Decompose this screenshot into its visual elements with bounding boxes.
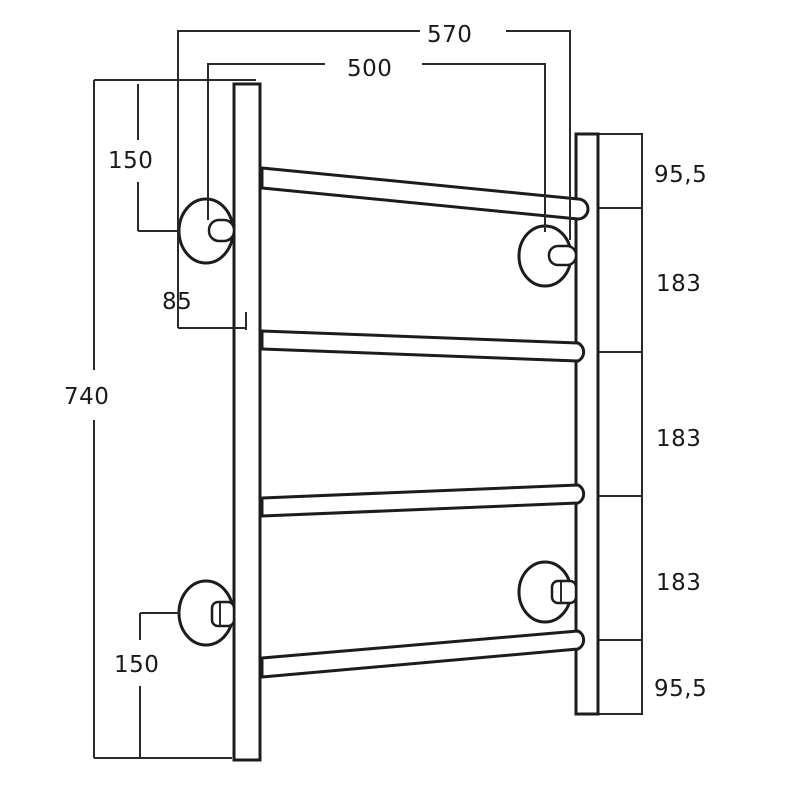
horizontal-bars — [260, 166, 590, 679]
segment-4-label: 183 — [656, 570, 701, 596]
flange-bottom-right — [517, 560, 578, 624]
flange-top-left — [177, 197, 236, 265]
bar-1 — [260, 166, 590, 221]
dimension-740-label: 740 — [64, 384, 109, 410]
segment-5-label: 95,5 — [654, 676, 707, 702]
dimension-150-bottom-label: 150 — [114, 652, 159, 678]
dimension-500: 500 — [207, 56, 546, 232]
wall-strip — [597, 133, 643, 715]
flange-top-right — [517, 224, 578, 288]
dimension-740: 740 — [64, 79, 256, 759]
dimension-150-top-label: 150 — [108, 148, 153, 174]
dimension-85-label: 85 — [162, 289, 192, 315]
segment-1-label: 95,5 — [654, 162, 707, 188]
segment-3-label: 183 — [656, 426, 701, 452]
dimension-85: 85 — [162, 289, 247, 330]
bar-3 — [260, 483, 586, 518]
dimension-570: 570 — [177, 22, 571, 300]
bar-2 — [260, 329, 586, 363]
left-vertical-rail — [232, 82, 262, 762]
dimension-150-bottom: 150 — [114, 612, 180, 758]
segment-2-label: 183 — [656, 271, 701, 297]
right-vertical-rail — [574, 132, 600, 716]
dimension-570-label: 570 — [427, 22, 472, 48]
flange-bottom-left — [177, 579, 236, 647]
segment-dimensions: 95,5 183 183 183 95,5 — [654, 162, 707, 702]
bar-4 — [260, 629, 586, 679]
dimension-150-top: 150 — [108, 84, 180, 232]
dimension-500-label: 500 — [347, 56, 392, 82]
